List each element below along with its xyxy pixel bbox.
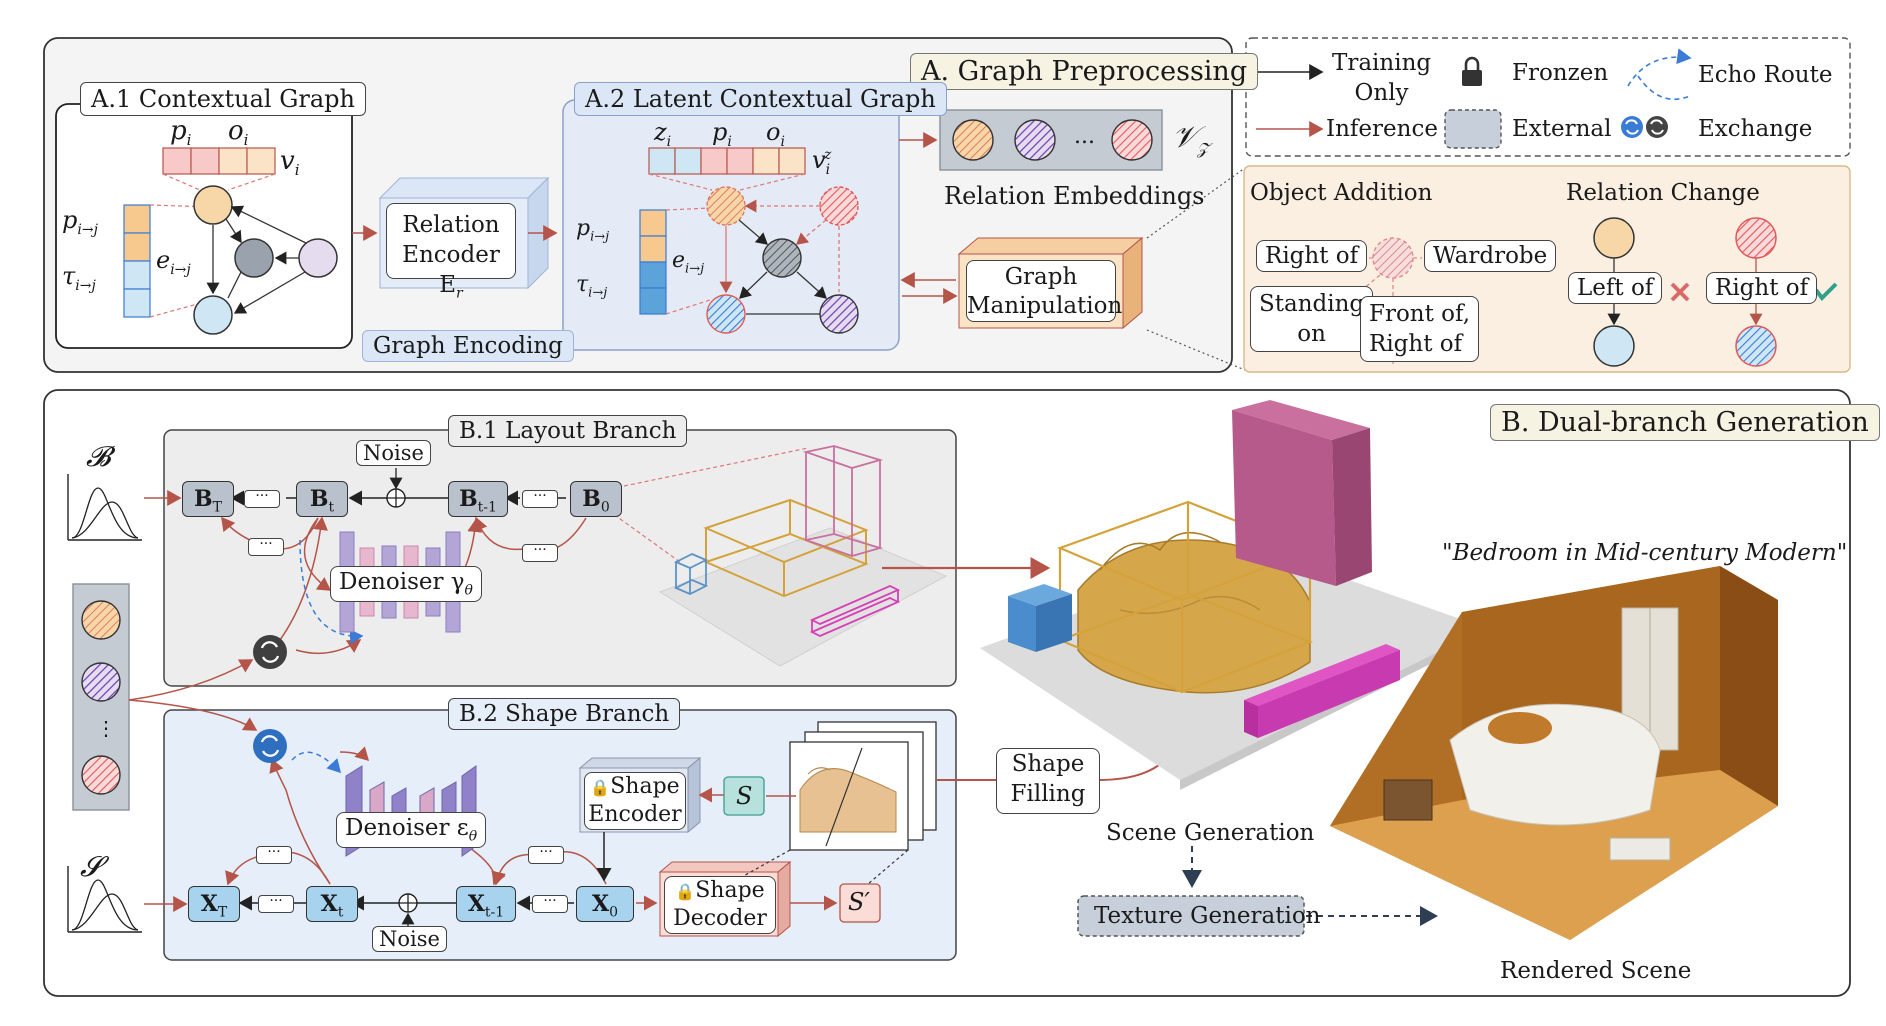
tau-ij-label: τi→j	[62, 262, 96, 294]
legend-inference: Inference	[1326, 116, 1438, 142]
graph-preprocessing-title: A. Graph Preprocessing	[910, 53, 1259, 90]
texture-generation-label: Texture Generation	[1094, 903, 1321, 929]
p-ij-latent-label: pi→j	[576, 216, 610, 245]
front-right-tag: Front of, Right of	[1360, 296, 1480, 362]
denoiser-gamma-label: Denoiser γθ	[330, 566, 482, 602]
shape-decoder-block: 🔒Shape Decoder	[664, 876, 776, 934]
legend-exchange: Exchange	[1698, 116, 1813, 142]
legend-external: External	[1512, 116, 1612, 142]
left-of-tag: Left of	[1568, 272, 1663, 304]
legend-frozen: Fronzen	[1512, 60, 1609, 86]
shape-encoder-line1: 🔒Shape	[590, 774, 680, 799]
layout-noise-label: Noise	[356, 440, 431, 466]
graph-encoding-label: Graph Encoding	[362, 330, 574, 362]
dots-shape-3: ···	[256, 845, 292, 864]
node-x-t: Xt	[306, 886, 358, 922]
b-symbol: 𝓑	[86, 440, 111, 473]
front-right-line2: Right of	[1369, 331, 1463, 357]
dual-branch-title: B. Dual-branch Generation	[1490, 404, 1880, 441]
p-i-label: pi	[170, 116, 192, 150]
node-b-T: BT	[182, 481, 234, 517]
standing-on-tag: Standing on	[1250, 286, 1374, 352]
shape-filling-line2: Filling	[1010, 781, 1086, 807]
layout-branch-title: B.1 Layout Branch	[448, 415, 688, 447]
front-right-line1: Front of,	[1369, 301, 1471, 327]
shape-filling-line1: Shape	[1011, 751, 1085, 777]
relation-encoder-block: Relation Encoder Er	[386, 203, 516, 302]
wardrobe-tag: Wardrobe	[1424, 240, 1557, 272]
shape-encoder-line2: Encoder	[588, 802, 682, 827]
z-i-label: zi	[654, 118, 672, 150]
graph-manipulation-block: Graph Manipulation	[966, 260, 1123, 322]
node-b-0: B0	[570, 481, 622, 517]
node-x-T: XT	[188, 886, 240, 922]
node-b-t: Bt	[296, 481, 348, 517]
relation-embeddings-label: Relation Embeddings	[944, 182, 1205, 210]
lock-icon: 🔒	[590, 778, 611, 797]
relation-encoder-line2: Encoder Er	[402, 242, 500, 302]
denoiser-epsilon-label: Denoiser εθ	[336, 812, 487, 848]
lock-icon: 🔒	[675, 882, 696, 901]
p-i-latent-label: pi	[712, 118, 732, 150]
p-ij-label: pi→j	[62, 206, 98, 238]
v-iz-label: viz	[812, 146, 832, 178]
e-ij-label: ei→j	[156, 246, 191, 278]
rendered-scene-label: Rendered Scene	[1500, 958, 1692, 984]
legend-training-only: Training Only	[1332, 48, 1431, 108]
v-z-label: 𝒱𝒵	[1172, 120, 1210, 158]
standing-on-line2: on	[1297, 321, 1326, 347]
shape-decoder-line2: Decoder	[673, 906, 767, 931]
column-ellipsis: ⋮	[96, 716, 116, 740]
s-prime-chip-label: S′	[848, 888, 870, 916]
dots-shape-2: ···	[532, 894, 568, 913]
shape-decoder-line1: 🔒Shape	[675, 878, 765, 903]
dots-layout-3: ···	[248, 537, 284, 556]
e-ij-latent-label: ei→j	[672, 248, 705, 277]
node-b-t-1: Bt-1	[448, 481, 508, 517]
dots-layout-1: ···	[244, 489, 280, 508]
lock-icon	[1462, 56, 1482, 86]
shape-filling-box: Shape Filling	[996, 748, 1100, 814]
contextual-graph-title: A.1 Contextual Graph	[80, 82, 366, 116]
cross-icon	[1670, 282, 1690, 302]
shape-encoder-block: 🔒Shape Encoder	[584, 772, 686, 830]
check-icon	[1814, 282, 1838, 302]
dots-shape-1: ···	[258, 894, 294, 913]
s-symbol: 𝓢	[80, 850, 102, 883]
scene-generation-label: Scene Generation	[1106, 820, 1315, 846]
node-x-0: X0	[576, 886, 634, 922]
legend-echo-route: Echo Route	[1698, 62, 1833, 88]
dots-layout-2: ···	[522, 489, 558, 508]
ellipsis-embeddings: ...	[1074, 124, 1095, 149]
dots-layout-4: ···	[522, 543, 558, 562]
latent-graph-title: A.2 Latent Contextual Graph	[574, 82, 947, 116]
legend-training-line2: Only	[1354, 80, 1409, 106]
shape-noise-label: Noise	[372, 926, 447, 952]
object-addition-title: Object Addition	[1250, 180, 1433, 206]
relation-encoder-line1: Relation	[402, 212, 500, 238]
prompt-caption: "Bedroom in Mid-century Modern"	[1442, 540, 1848, 566]
dots-shape-4: ···	[528, 845, 564, 864]
right-of-new-tag: Right of	[1706, 272, 1818, 304]
standing-on-line1: Standing	[1259, 291, 1365, 317]
node-x-t-1: Xt-1	[456, 886, 516, 922]
relation-change-title: Relation Change	[1566, 180, 1760, 206]
graph-manipulation-line1: Graph	[1004, 264, 1078, 290]
o-i-latent-label: oi	[766, 118, 785, 150]
right-of-tag: Right of	[1256, 240, 1368, 272]
graph-manipulation-line2: Manipulation	[967, 293, 1123, 319]
o-i-label: oi	[228, 116, 249, 150]
v-i-label: vi	[280, 146, 300, 180]
tau-ij-latent-label: τi→j	[576, 272, 608, 301]
legend-training-line1: Training	[1332, 50, 1432, 76]
shape-branch-title: B.2 Shape Branch	[448, 698, 681, 730]
s-chip-label: S	[736, 782, 753, 810]
